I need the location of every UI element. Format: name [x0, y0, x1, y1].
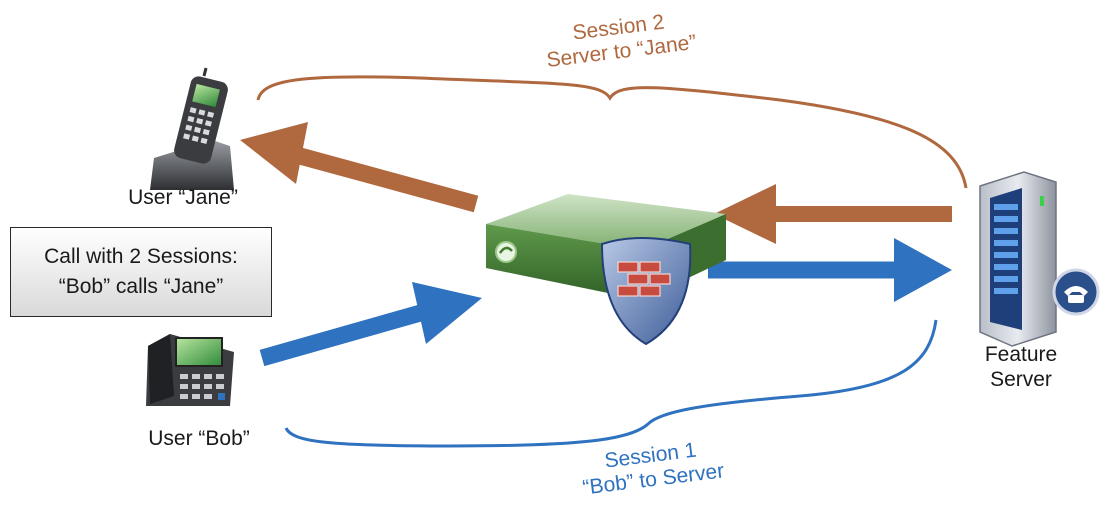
- user-bob-label: User “Bob”: [148, 427, 250, 450]
- feature-server-label-line1: Feature: [984, 343, 1058, 366]
- server-tower-icon: [979, 171, 1100, 347]
- call-description-box: Call with 2 Sessions: “Bob” calls “Jane”: [10, 227, 272, 317]
- arrow-bob-to-router: [259, 282, 482, 367]
- arrow-router-to-jane: [240, 122, 479, 213]
- call-description-line2: “Bob” calls “Jane”: [58, 275, 224, 298]
- arrow-server-to-router: [714, 184, 952, 244]
- call-description-line1: Call with 2 Sessions:: [44, 244, 238, 268]
- session2-brace: [256, 75, 968, 189]
- session1-brace: [284, 319, 938, 448]
- ip-phone-icon: [146, 334, 234, 406]
- desk-phone-icon: [150, 67, 234, 190]
- feature-server-label: Feature Server: [966, 343, 1076, 393]
- arrow-router-to-server: [708, 238, 952, 302]
- firewall-router-icon: [486, 194, 726, 346]
- feature-server-label-line2: Server: [990, 367, 1052, 391]
- user-jane-label: User “Jane”: [128, 186, 238, 209]
